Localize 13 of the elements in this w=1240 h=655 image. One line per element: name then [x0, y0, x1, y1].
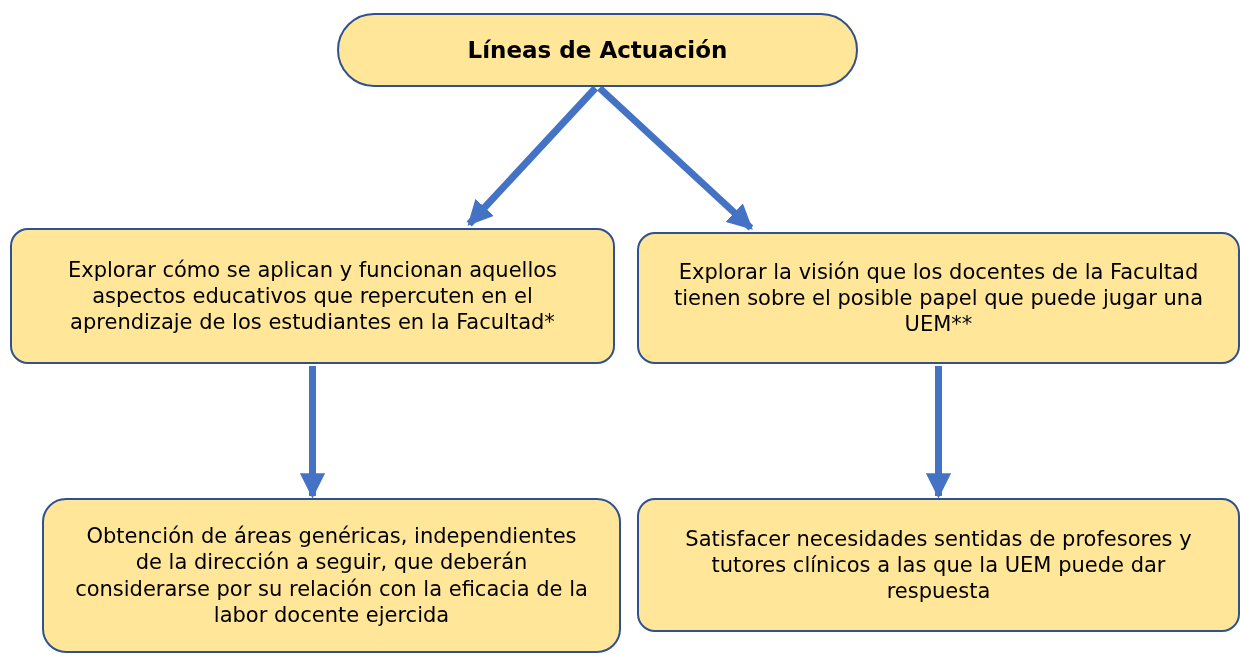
heading-text: Líneas de Actuación	[467, 35, 728, 65]
arrow	[925, 366, 952, 499]
process-box	[42, 498, 621, 653]
arrow	[466, 85, 599, 227]
process-box	[10, 228, 615, 364]
arrow	[597, 85, 754, 231]
box-text: Obtención de áreas genéricas, independientes de la dirección a seguir, que deberán considerarse por su relación con la eficacia de la labor docente ejercida	[74, 523, 589, 628]
arrow	[299, 366, 326, 499]
box-text: Explorar la visión que los docentes de la Facultad tienen sobre el posible papel que puede jugar una UEM**	[672, 258, 1205, 338]
box-text: Satisfacer necesidades sentidas de profesores y tutores clínicos a las que la UEM puede dar respuesta	[684, 525, 1193, 605]
box-text: Explorar cómo se aplican y funcionan aquellos aspectos educativos que repercuten en el aprendizaje de los estudiantes en la Facultad*	[66, 256, 559, 336]
process-box	[637, 498, 1240, 632]
process-box	[637, 232, 1240, 364]
